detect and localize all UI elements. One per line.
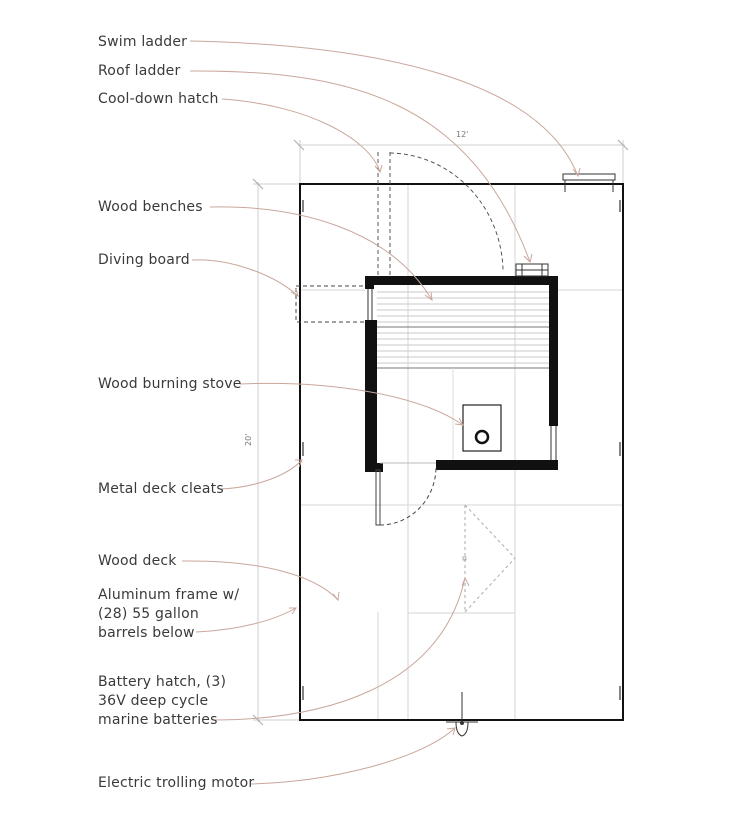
label-diving-board: Diving board bbox=[98, 252, 190, 268]
battery-hatch-outline bbox=[464, 504, 516, 613]
label-deck-cleats: Metal deck cleats bbox=[98, 481, 224, 497]
roof-ladder bbox=[515, 263, 549, 277]
electric-trolling-motor bbox=[446, 692, 478, 737]
deck-outline bbox=[299, 183, 624, 721]
metal-deck-cleats bbox=[302, 200, 621, 700]
leader-lines bbox=[181, 40, 579, 785]
diving-board-outline bbox=[295, 285, 369, 323]
leader-arrowheads bbox=[289, 164, 581, 736]
label-aluminum-frame: Aluminum frame w/ (28) 55 gallon barrels… bbox=[98, 587, 240, 641]
label-trolling-motor: Electric trolling motor bbox=[98, 775, 255, 791]
label-wood-deck: Wood deck bbox=[98, 553, 177, 569]
deck-panel-lines bbox=[300, 184, 623, 720]
wood-benches bbox=[377, 291, 549, 364]
label-wood-benches: Wood benches bbox=[98, 199, 203, 215]
label-wood-stove: Wood burning stove bbox=[98, 376, 242, 392]
dimension-width: 12' bbox=[456, 130, 469, 139]
wood-stove bbox=[462, 404, 502, 452]
entry-door bbox=[375, 462, 437, 526]
cooldown-hatch-outline bbox=[377, 152, 504, 276]
label-cooldown-hatch: Cool-down hatch bbox=[98, 91, 219, 107]
swim-ladder bbox=[562, 173, 616, 192]
label-roof-ladder: Roof ladder bbox=[98, 63, 181, 79]
dimension-lines bbox=[252, 139, 629, 726]
label-swim-ladder: Swim ladder bbox=[98, 34, 188, 50]
label-battery-hatch: Battery hatch, (3) 36V deep cycle marine… bbox=[98, 674, 227, 728]
sauna-walls bbox=[365, 276, 558, 472]
sauna-wall-gaps bbox=[367, 289, 557, 460]
dimension-length: 20' bbox=[244, 433, 253, 446]
